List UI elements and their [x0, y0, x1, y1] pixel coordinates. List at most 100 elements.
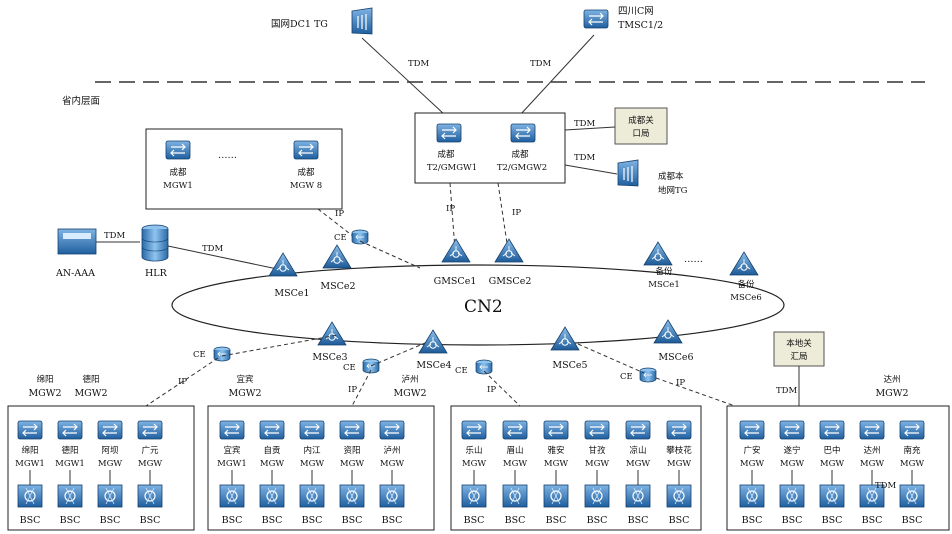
regions-1-sites-2-1-text: MGW	[300, 459, 324, 469]
bsc-icon	[379, 484, 405, 508]
mgw-icon	[543, 420, 569, 440]
regions-3-sites-2-0-text: 巴中	[823, 445, 840, 456]
link-guowang-gw	[361, 37, 446, 116]
mgw-icon	[739, 420, 765, 440]
bsc_label-text: BSC	[587, 515, 608, 526]
regions-2-sites-3-0-text: 甘孜	[588, 445, 606, 456]
local-guankou-label-2: 汇局	[790, 352, 807, 362]
regions-0-sites-0-1-text: MGW1	[15, 459, 45, 469]
msc-2-label-text: GMSCe1	[434, 276, 477, 287]
mgw1-label-2: MGW1	[163, 181, 193, 191]
bsc_label-text: BSC	[669, 515, 690, 526]
mgw-icon	[859, 420, 885, 440]
an-aaa-label: AN-AAA	[55, 268, 95, 279]
regions-3-sites-0-1-text: MGW	[740, 459, 764, 469]
region-box	[450, 405, 702, 531]
msc-gmsce1: GMSCe1	[434, 238, 477, 287]
t2gmgw2-label-1: 成都	[511, 149, 529, 160]
bsc-icon	[666, 484, 692, 508]
mgw-icon	[259, 420, 285, 440]
bsc_label-text: BSC	[222, 515, 243, 526]
regions-1-top_labels-1-0-text: 泸州	[401, 374, 418, 385]
regions-2-sites-4-0-text: 凉山	[629, 445, 646, 456]
stray-tdm-label: TDM	[875, 481, 896, 491]
regions-2-sites-2-0-text: 雅安	[547, 445, 564, 456]
regions-1-top_labels-0-0-text: 宜宾	[236, 374, 253, 385]
regions-0-sites-3-0-text: 广元	[141, 445, 159, 456]
regions-2-sites-1-0-text: 眉山	[506, 445, 523, 456]
mgw-icon	[299, 420, 325, 440]
cn2-ring	[171, 264, 785, 346]
regions-0-top_labels-1-0-text: 德阳	[82, 374, 99, 385]
msc-icon	[268, 252, 298, 277]
mgw-icon	[899, 420, 925, 440]
ip-label-4: IP	[178, 377, 187, 387]
msc-4-label_lines-1-text: MSCe1	[648, 280, 679, 290]
bsc_label-text: BSC	[505, 515, 526, 526]
bsc-icon	[543, 484, 569, 508]
t2gmgw1-label-1: 成都	[437, 149, 455, 160]
an-aaa: AN-AAA	[55, 228, 97, 279]
region-2: 宜宾MGW2泸州MGW2宜宾MGW1BSC自贡MGWBSC内江MGWBSC资阳M…	[207, 374, 435, 531]
msc-1-label-text: MSCe2	[320, 281, 355, 292]
msc-0-label-text: MSCe1	[274, 288, 309, 299]
regions-0-sites-2-1-text: MGW	[98, 459, 122, 469]
regions-1-sites-4-0-text: 泸州	[383, 445, 400, 456]
t2gmgw1-label-2: T2/GMGW1	[427, 163, 477, 173]
regions-3-sites-4-0-text: 南充	[903, 445, 921, 456]
bsc-icon	[461, 484, 487, 508]
bsc-icon	[819, 484, 845, 508]
regions-1-sites-0-0-text: 宜宾	[223, 445, 240, 456]
ce-label-2: CE	[193, 350, 206, 360]
bsc-icon	[299, 484, 325, 508]
region-3: 乐山MGWBSC眉山MGWBSC雅安MGWBSC甘孜MGWBSC凉山MGWBSC…	[450, 405, 702, 531]
msc-5-label_lines-0-text: 备份	[737, 279, 755, 290]
regions-1-sites-1-0-text: 自贡	[263, 445, 280, 456]
mgw-icon	[625, 420, 651, 440]
sichuan-c-tmsc: 四川C网 TMSC1/2	[583, 6, 663, 31]
regions-2-sites-5-1-text: MGW	[667, 459, 691, 469]
regions-1-top_labels-0-1-text: MGW2	[228, 388, 261, 399]
mgw-icon	[584, 420, 610, 440]
bsc_label-text: BSC	[546, 515, 567, 526]
tdm-label-4: TDM	[574, 153, 595, 163]
tdm-label-3: TDM	[574, 119, 595, 129]
regions-0-sites-1-1-text: MGW1	[55, 459, 85, 469]
bsc_label-text: BSC	[302, 515, 323, 526]
link-sichuan-gw	[519, 34, 595, 116]
bsc_label-text: BSC	[20, 515, 41, 526]
cn2-label: CN2	[464, 297, 503, 317]
bsc_label-text: BSC	[100, 515, 121, 526]
chengdu-guankou-box	[614, 107, 668, 145]
msc-5-label_lines-1-text: MSCe6	[730, 293, 761, 303]
msc-8-label-text: MSCe5	[552, 360, 587, 371]
msc-6-label-text: MSCe3	[312, 352, 347, 363]
ce-label-4: CE	[455, 366, 468, 376]
region-label: 省内层面	[62, 95, 100, 107]
bsc_label-text: BSC	[262, 515, 283, 526]
regions-layer: 绵阳MGW2德阳MGW2绵阳MGW1BSC德阳MGW1BSC阿坝MGWBSC广元…	[7, 374, 950, 531]
sichuan-c-label-2: TMSC1/2	[618, 20, 663, 31]
msc-icon	[322, 244, 352, 269]
msc-msce3: MSCe3	[312, 321, 348, 363]
bsc_label-text: BSC	[782, 515, 803, 526]
msc-backup6: 备份 MSCe6	[729, 251, 762, 303]
msc-msce4: MSCe4	[416, 329, 452, 371]
msc-icon	[550, 326, 580, 351]
chengdu-local-tg-label-1: 成都本	[658, 171, 684, 182]
msc-4-label_lines-0-text: 备份	[655, 266, 673, 277]
regions-0-sites-1-0-text: 德阳	[61, 445, 78, 456]
mgw-icon	[379, 420, 405, 440]
bsc-icon	[584, 484, 610, 508]
hlr: HLR	[141, 224, 169, 279]
mgw-icon	[461, 420, 487, 440]
sichuan-c-label-1: 四川C网	[618, 6, 654, 17]
